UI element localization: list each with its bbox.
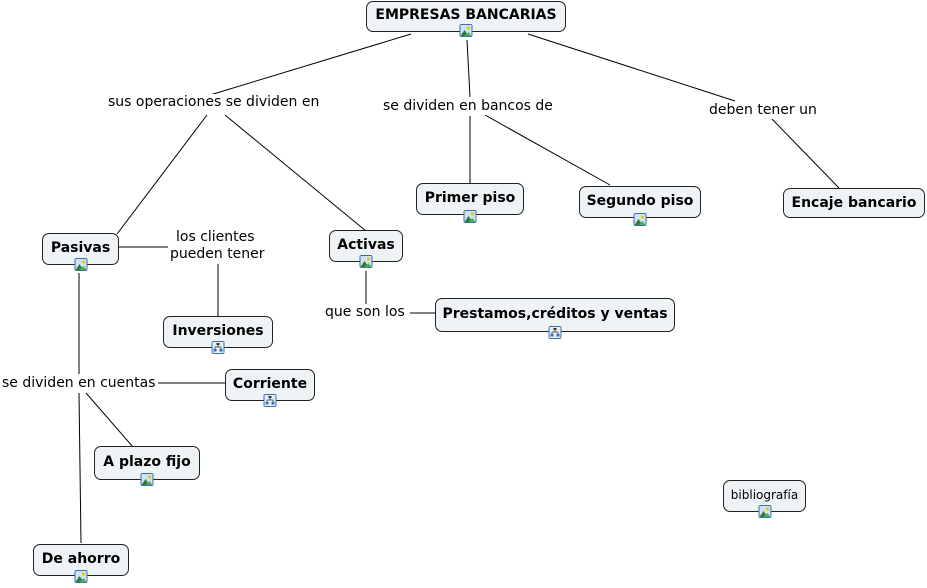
link-operaciones-activas (224, 114, 367, 232)
node-label: Pasivas (50, 240, 111, 256)
node-label: Corriente (232, 376, 308, 392)
node-segundo-piso[interactable]: Segundo piso (579, 186, 701, 226)
image-icon[interactable] (140, 473, 154, 486)
concept-map-icon[interactable] (263, 394, 277, 407)
phrase-clientes-line1: los clientes (174, 229, 257, 246)
link-deben-encaje (771, 118, 840, 189)
node-activas[interactable]: Activas (329, 230, 403, 268)
link-root-bancos (466, 39, 471, 98)
image-icon[interactable] (459, 24, 473, 37)
link-root-deben (527, 33, 736, 102)
link-cuentas-plazo (85, 392, 134, 448)
node-a-plazo-fijo[interactable]: A plazo fijo (94, 446, 200, 486)
node-label: bibliografía (730, 488, 799, 502)
node-label: Primer piso (424, 190, 516, 206)
concept-map-icon[interactable] (211, 341, 225, 354)
image-icon[interactable] (633, 213, 647, 226)
node-label: Activas (337, 237, 395, 253)
node-de-ahorro[interactable]: De ahorro (33, 544, 129, 583)
phrase-clientes-line2: pueden tener (168, 246, 267, 263)
node-label: Prestamos,créditos y ventas (442, 306, 668, 322)
image-icon[interactable] (463, 210, 477, 223)
concept-map-icon[interactable] (548, 326, 562, 339)
node-primer-piso[interactable]: Primer piso (416, 183, 524, 223)
node-label: Inversiones (172, 323, 264, 339)
image-icon[interactable] (74, 258, 87, 271)
phrase-cuentas: se dividen en cuentas (0, 375, 158, 392)
node-encaje-bancario[interactable]: Encaje bancario (783, 188, 925, 218)
node-inversiones[interactable]: Inversiones (163, 316, 273, 354)
phrase-bancos: se dividen en bancos de (381, 98, 555, 115)
node-prestamos[interactable]: Prestamos,créditos y ventas (435, 298, 675, 339)
node-label: Encaje bancario (791, 195, 917, 211)
root-node-empresas-bancarias[interactable]: EMPRESAS BANCARIAS (366, 1, 566, 37)
node-corriente[interactable]: Corriente (225, 369, 315, 407)
link-root-operaciones (209, 33, 412, 96)
node-pasivas[interactable]: Pasivas (42, 233, 119, 271)
link-operaciones-pasivas (116, 114, 208, 235)
node-label: A plazo fijo (103, 454, 191, 470)
phrase-operaciones: sus operaciones se dividen en (106, 94, 322, 111)
phrase-queson: que son los (323, 304, 407, 321)
node-label: Segundo piso (586, 193, 694, 209)
node-label: De ahorro (41, 551, 121, 567)
phrase-deben: deben tener un (707, 102, 819, 119)
link-bancos-segundo (484, 114, 611, 186)
node-label: EMPRESAS BANCARIAS (375, 7, 557, 23)
image-icon[interactable] (74, 570, 88, 583)
link-cuentas-ahorro (78, 392, 82, 544)
image-icon[interactable] (359, 255, 373, 268)
image-icon[interactable] (758, 505, 771, 518)
node-bibliografia[interactable]: bibliografía (723, 480, 806, 518)
